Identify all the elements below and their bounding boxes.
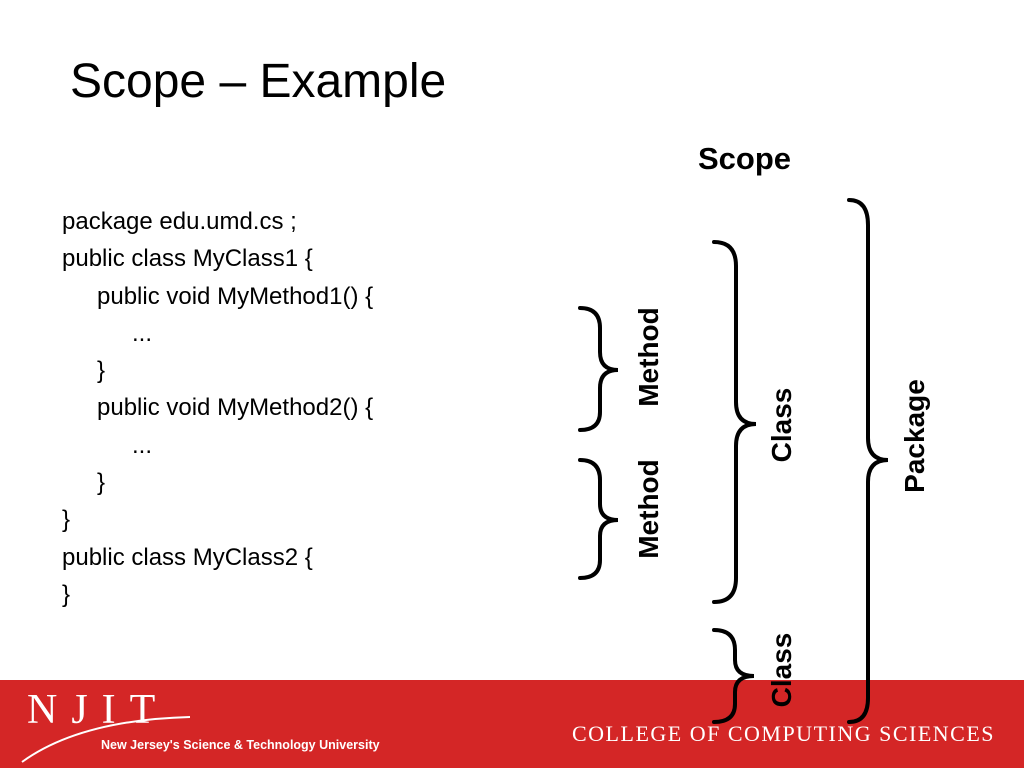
code-block: package edu.umd.cs ; public class MyClas… bbox=[62, 203, 373, 613]
logo-swoosh-icon bbox=[21, 716, 191, 763]
code-line: public class MyClass1 { bbox=[62, 245, 313, 273]
code-line: } bbox=[62, 506, 71, 534]
college-name: COLLEGE OF COMPUTING SCIENCES bbox=[572, 721, 996, 746]
method-1-brace bbox=[578, 306, 619, 432]
slide-title: Scope – Example bbox=[70, 55, 447, 108]
class-1-brace bbox=[712, 240, 757, 604]
code-line: } bbox=[97, 357, 106, 385]
method-2-brace bbox=[578, 458, 619, 580]
code-line: } bbox=[62, 580, 71, 608]
class-label: Class bbox=[766, 632, 797, 708]
scope-heading: Scope bbox=[698, 141, 792, 176]
code-line: ... bbox=[132, 431, 153, 459]
class-label: Class bbox=[766, 387, 797, 463]
code-line: ... bbox=[132, 319, 153, 347]
method-label: Method bbox=[633, 307, 664, 407]
logo-tagline: New Jersey's Science & Technology Univer… bbox=[101, 738, 380, 752]
code-line: public class MyClass2 { bbox=[62, 543, 313, 571]
class-2-brace bbox=[712, 628, 755, 724]
footer-band bbox=[0, 680, 1024, 768]
code-line: public void MyMethod2() { bbox=[97, 394, 374, 422]
code-line: } bbox=[97, 469, 106, 497]
njit-logo: NJIT bbox=[27, 687, 170, 733]
code-line: public void MyMethod1() { bbox=[97, 282, 374, 310]
method-label: Method bbox=[633, 459, 664, 559]
package-label: Package bbox=[899, 379, 930, 493]
code-line: package edu.umd.cs ; bbox=[62, 208, 297, 235]
package-brace bbox=[847, 198, 889, 724]
